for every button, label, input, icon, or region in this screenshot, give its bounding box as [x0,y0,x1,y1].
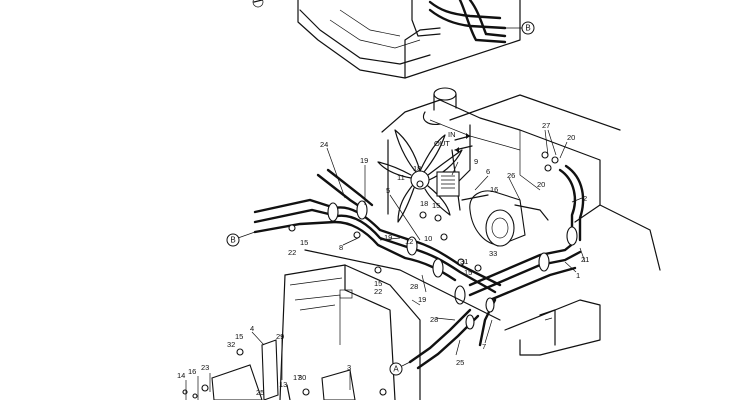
marker-a-label: A [393,365,399,374]
part-label-22: 22 [288,248,296,257]
part-label-24: 24 [320,140,328,149]
part-label-9: 9 [474,157,478,166]
part-label-30: 30 [298,373,306,382]
part-label-10: 10 [424,234,432,243]
part-label-16b: 16 [490,185,498,194]
part-label-20b: 20 [537,180,545,189]
marker-b-top-label: B [525,24,530,33]
part-label-32: 32 [227,340,235,349]
part-label-3: 3 [347,363,351,372]
radiator [182,264,421,400]
part-label-19b: 19 [384,233,392,242]
part-label-15e: 15 [235,332,243,341]
part-label-7: 7 [482,342,486,351]
part-label-8: 8 [339,243,343,252]
top-engine-block [252,0,521,79]
part-label-27: 27 [542,121,550,130]
part-label-22b: 22 [374,287,382,296]
part-label-19c: 19 [418,295,426,304]
part-label-18b: 18 [420,199,428,208]
part-label-2: 2 [583,194,587,203]
fan-icon [377,129,463,223]
flow-in-label: IN [448,130,456,139]
part-label-25: 25 [456,358,464,367]
part-label-28: 28 [410,282,418,291]
part-label-23: 23 [201,363,209,372]
part-label-15d: 15 [464,268,472,277]
part-label-15b: 15 [374,279,382,288]
part-label-16: 16 [188,367,196,376]
part-label-13: 13 [279,380,287,389]
hose-bundle [253,151,585,370]
frame-rail [304,94,661,356]
part-label-18: 18 [413,164,421,173]
flow-out-label: OUT [434,139,450,148]
part-label-28b: 28 [430,315,438,324]
part-label-6: 6 [486,167,490,176]
part-label-21: 21 [581,255,589,264]
part-callouts: 1 2 3 4 5 6 7 8 9 10 11 12 13 14 15 15 1… [177,121,589,397]
marker-b-left: B [226,231,256,247]
marker-a: A [389,361,411,376]
part-label-4: 4 [250,324,254,333]
part-label-17: 17 [293,373,301,382]
part-label-12: 12 [405,237,413,246]
part-label-31: 31 [460,257,468,266]
part-label-29: 29 [276,332,284,341]
part-label-25b: 25 [256,388,264,397]
marker-b-top: B [505,21,535,35]
part-label-19: 19 [360,156,368,165]
engine-fan-assembly [377,87,601,247]
marker-b-left-label: B [230,236,235,245]
part-label-11: 11 [397,173,405,182]
part-label-14: 14 [177,371,185,380]
part-label-5: 5 [386,186,390,195]
part-label-15c: 15 [432,201,440,210]
part-label-1: 1 [576,271,580,280]
part-label-33: 33 [489,249,497,258]
part-label-15: 15 [300,238,308,247]
part-label-26: 26 [507,171,515,180]
part-label-20: 20 [567,133,575,142]
leader-lines [185,129,586,400]
